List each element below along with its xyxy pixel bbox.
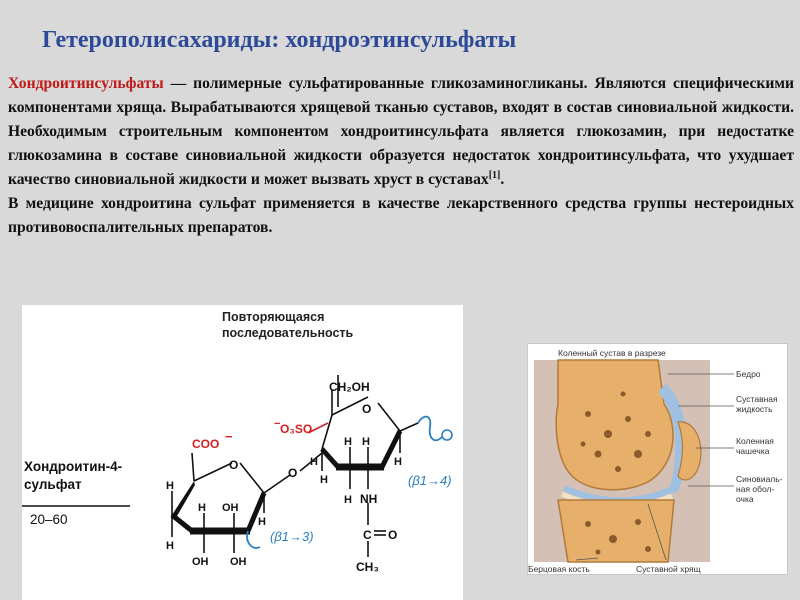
knee-header: Коленный сустав в разрезе <box>558 348 666 358</box>
ring-2-h-mid-right: H <box>362 436 370 448</box>
chondroitin-sulfate-structure: Повторяющаяся последовательность Хондрои… <box>22 310 453 574</box>
label-synovial-fluid-2: жидкость <box>736 404 773 414</box>
label-tibia: Берцовая кость <box>528 564 590 574</box>
compound-name-line-2: сульфат <box>24 477 82 492</box>
glycosidic-bond-1 <box>263 474 291 494</box>
ring-1-h-right: H <box>258 516 266 528</box>
label-leader-lines <box>575 373 734 561</box>
chain-continuation-right <box>417 415 443 442</box>
linkage-beta-1-4: (β1→4) <box>408 473 452 488</box>
label-patella-2: чашечка <box>736 446 770 456</box>
slide-title: Гетерополисахариды: хондроэтинсульфаты <box>42 27 517 53</box>
definition-paragraph-1: — полимерные сульфатированные гликозамин… <box>8 75 794 188</box>
definition-paragraph-1-end: . <box>500 171 505 188</box>
knee-cross-section-illustration: Коленный сустав в разрезе <box>528 344 787 574</box>
reference-link[interactable]: [1] <box>488 169 501 181</box>
chemical-structure-figure: Повторяющаяся последовательность Хондрои… <box>22 305 463 600</box>
methyl-group: CH₃ <box>356 560 379 574</box>
sulfate-group: O₃SO <box>280 422 312 436</box>
label-synovial-membrane-1: Синовиаль- <box>736 474 783 484</box>
chain-continuation-left <box>246 530 261 549</box>
carbonyl-oxygen: O <box>388 528 397 542</box>
label-synovial-fluid-1: Суставная <box>736 394 778 404</box>
label-femur: Бедро <box>736 369 761 379</box>
label-patella-1: Коленная <box>736 436 774 446</box>
definition-text: Хондроитинсульфаты — полимерные сульфати… <box>8 72 794 240</box>
ring-1-h-mid: H <box>198 502 206 514</box>
ring-1-h-top-left: H <box>166 480 174 492</box>
definition-paragraph-2: В медицине хондроитина сульфат применяет… <box>8 195 794 236</box>
label-synovial-membrane-2: ная обол- <box>736 484 774 494</box>
amide-nh: NH <box>360 492 377 506</box>
ring-2-h-mid: H <box>344 436 352 448</box>
synovial-fluid <box>658 384 688 494</box>
knee-joint-figure: Коленный сустав в разрезе <box>527 343 788 575</box>
carboxylate-group: COO <box>192 437 219 451</box>
galactosamine-ring <box>320 375 419 557</box>
femur-trabeculae <box>580 391 651 472</box>
ring-2-h-left: H <box>310 456 318 468</box>
repeat-label-line-2: последовательность <box>222 326 354 340</box>
ring-2-h-right: H <box>394 456 402 468</box>
ring-1-oh-top: OH <box>222 502 239 514</box>
repeat-label-line-1: Повторяющаяся <box>222 310 324 324</box>
ring-2-oxygen: O <box>362 402 371 416</box>
chain-end-circle <box>441 429 453 441</box>
ring-1-oh-bottom-right: OH <box>230 556 247 568</box>
linkage-beta-1-3: (β1→3) <box>270 529 314 544</box>
compound-name-line-1: Хондроитин-4- <box>24 459 122 474</box>
tibia-trabeculae <box>585 519 651 555</box>
ring-2-h-bottom: H <box>344 494 352 506</box>
ring-1-oxygen: O <box>229 458 238 472</box>
carboxylate-charge: − <box>225 429 233 444</box>
glycosidic-oxygen: O <box>288 466 297 480</box>
label-synovial-membrane-3: очка <box>736 494 754 504</box>
label-cartilage: Суставной хрящ <box>636 564 701 574</box>
term-chondroitin-sulfates: Хондроитинсульфаты <box>8 75 164 92</box>
glucuronate-ring <box>170 452 267 553</box>
ring-1-oh-bottom: OH <box>192 556 209 568</box>
ring-1-h-bottom-left: H <box>166 540 174 552</box>
tibia-bone <box>557 499 675 563</box>
sulfate-charge: − <box>274 418 280 430</box>
chain-length-range: 20–60 <box>30 512 68 527</box>
patella-bone <box>677 421 702 481</box>
ring-2-h-left-lower: H <box>320 474 328 486</box>
femur-bone <box>555 359 674 491</box>
amide-carbon: C <box>363 528 372 542</box>
hydroxymethyl-group: CH₂OH <box>329 380 370 394</box>
